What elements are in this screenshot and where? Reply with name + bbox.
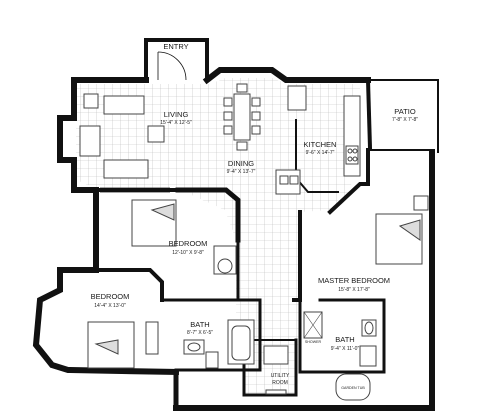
bed-left-bedroom bbox=[87, 321, 159, 369]
bedroom-left-dims: 14'-4" X 13'-0" bbox=[94, 303, 126, 309]
bedroom-mid-dims: 12'-10" X 9'-8" bbox=[172, 250, 204, 256]
dining-table bbox=[223, 83, 261, 151]
bedroom-mid-label: BEDROOM bbox=[169, 239, 208, 248]
walls bbox=[32, 38, 439, 411]
living-furniture bbox=[79, 93, 165, 179]
entry-door bbox=[157, 51, 187, 81]
kitchen-label: KITCHEN bbox=[304, 140, 337, 149]
bed-mid-bedroom bbox=[131, 199, 237, 275]
living-label: LIVING bbox=[164, 110, 189, 119]
bedroom-left-label: BEDROOM bbox=[91, 292, 130, 301]
kitchen-dims: 9'-6" X 14'-7" bbox=[306, 150, 335, 156]
utility-label-line1: UTILITY bbox=[271, 373, 290, 379]
patio-dims: 7'-8" X 7'-8" bbox=[392, 117, 418, 123]
master-bedroom-label: MASTER BEDROOM bbox=[318, 276, 390, 285]
utility-label-line2: ROOM bbox=[272, 380, 288, 386]
patio-label: PATIO bbox=[394, 107, 416, 116]
tile-floor bbox=[76, 78, 360, 395]
dining-label: DINING bbox=[228, 159, 254, 168]
shower-label: SHOWER bbox=[305, 340, 322, 344]
bed-master bbox=[375, 195, 429, 265]
dining-dims: 9'-4" X 13'-7" bbox=[227, 169, 256, 175]
garden-tub-label: GARDEN TUB bbox=[341, 386, 365, 390]
kitchen-counters bbox=[275, 85, 361, 195]
master-bedroom-dims: 15'-8" X 17'-8" bbox=[338, 287, 370, 293]
master-bath-fixtures bbox=[303, 311, 377, 401]
bath-small-dims: 8'-7" X 6'-5" bbox=[187, 330, 213, 336]
master-bath-dims: 9'-4" X 11'-0" bbox=[331, 346, 360, 352]
windows bbox=[33, 67, 428, 411]
room-labels: ENTRY LIVING 15'-4" X 12'-5" DINING 9'-4… bbox=[91, 42, 419, 390]
utility-appliances bbox=[263, 345, 289, 395]
bath-small-fixtures bbox=[183, 319, 255, 369]
master-bath-label: BATH bbox=[335, 335, 354, 344]
bath-small-label: BATH bbox=[190, 320, 209, 329]
living-dims: 15'-4" X 12'-5" bbox=[160, 120, 192, 126]
entry-label: ENTRY bbox=[163, 42, 188, 51]
